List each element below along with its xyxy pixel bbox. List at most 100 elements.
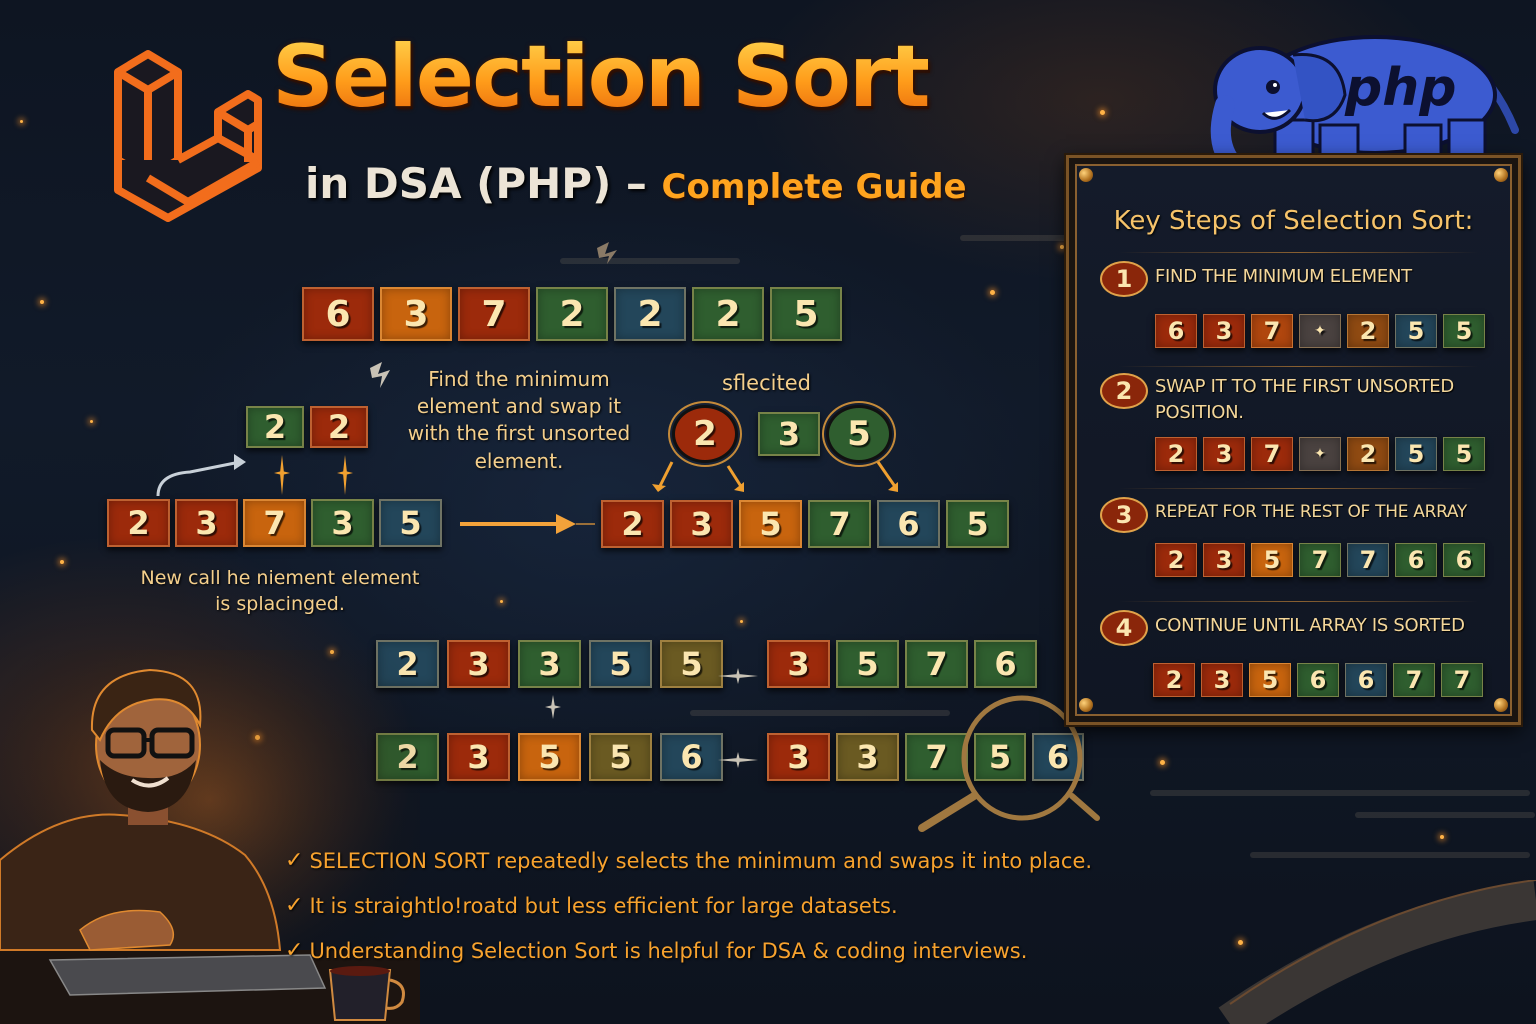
array-tile: 6 xyxy=(1395,543,1437,577)
array-tile: 3 xyxy=(836,733,899,781)
subtitle-accent: Complete Guide xyxy=(661,167,967,207)
array-tile: 6 xyxy=(302,287,374,341)
step-label-line: SWAP IT TO THE FIRST UNSORTED xyxy=(1155,376,1454,397)
caption-line: element. xyxy=(474,448,564,473)
array-tile: 6 xyxy=(660,733,723,781)
array-tile: 5 xyxy=(836,640,899,688)
step-array: 6 3 7 ✦ 2 5 5 xyxy=(1155,314,1485,348)
step-badge: 1 xyxy=(1100,261,1148,297)
array-tile: 5 xyxy=(739,500,802,548)
caption-line: is splacinged. xyxy=(215,592,345,615)
page-title: Selection Sort xyxy=(272,27,930,127)
check-icon: ✓ xyxy=(285,893,304,918)
step-array: 2 3 7 ✦ 2 5 5 xyxy=(1155,437,1485,471)
array-tile: 5 xyxy=(1443,314,1485,348)
array-tile: 5 xyxy=(946,500,1009,548)
array-tile: 3 xyxy=(447,640,510,688)
code-line-decor xyxy=(560,258,740,264)
code-line-decor xyxy=(1150,790,1530,796)
array-tile: 2 xyxy=(536,287,608,341)
selected-label: sflecited xyxy=(722,371,811,395)
rivet-decor xyxy=(1494,168,1508,182)
array-tile: 7 xyxy=(905,733,968,781)
initial-array: 6 3 7 2 2 2 5 xyxy=(302,287,842,341)
panel-title: Key Steps of Selection Sort: xyxy=(1113,206,1474,236)
road-ribbon-decor xyxy=(1218,880,1536,1024)
array-tile: 2 xyxy=(107,499,170,547)
array-tile: 3 xyxy=(1203,543,1245,577)
sparkle-icon xyxy=(718,752,758,768)
array-tile: 7 xyxy=(1251,314,1293,348)
array-tile: 5 xyxy=(1251,543,1293,577)
selected-circle-tile: 2 xyxy=(668,401,742,467)
array-tile: 6 xyxy=(1443,543,1485,577)
array-tile: 5 xyxy=(660,640,723,688)
bullet-text: SELECTION SORT repeatedly selects the mi… xyxy=(309,848,1093,873)
step-label: SWAP IT TO THE FIRST UNSORTED POSITION. xyxy=(1155,374,1454,426)
star xyxy=(1060,245,1064,249)
pass-row-a-right: 3 5 7 6 xyxy=(767,640,1037,688)
step-array: 2 3 5 7 7 6 6 xyxy=(1155,543,1485,577)
down-arrows-icon xyxy=(652,461,898,492)
subtitle-prefix: in DSA (PHP) – xyxy=(305,159,647,208)
array-tile: 6 xyxy=(1155,314,1197,348)
star xyxy=(990,290,995,295)
array-tile: 5 xyxy=(1249,663,1291,697)
array-tile: 7 xyxy=(1347,543,1389,577)
caption-line: Find the minimum xyxy=(428,367,610,391)
array-tile: 6 xyxy=(974,640,1037,688)
sparkle-icon xyxy=(545,695,561,719)
php-elephant-logo-icon: php xyxy=(1210,35,1519,175)
step-badge: 4 xyxy=(1100,610,1148,646)
star xyxy=(90,420,93,423)
magnifier-icon xyxy=(918,695,1100,832)
code-line-decor xyxy=(690,710,950,716)
array-tile: 3 xyxy=(447,733,510,781)
array-tile: 2 xyxy=(1153,663,1195,697)
right-array: 2 3 5 7 6 5 xyxy=(601,500,1009,548)
array-tile: 2 xyxy=(1347,314,1389,348)
laravel-logo-icon xyxy=(114,50,262,222)
code-line-decor xyxy=(1355,812,1535,818)
center-caption: Find the minimum element and swap it wit… xyxy=(388,366,650,475)
array-tile: 5 xyxy=(974,733,1026,781)
array-tile: 3 xyxy=(518,640,581,688)
array-tile: 6 xyxy=(877,500,940,548)
array-tile: 6 xyxy=(1297,663,1339,697)
bullet-text: Understanding Selection Sort is helpful … xyxy=(309,938,1028,963)
summary-bullets: ✓ SELECTION SORT repeatedly selects the … xyxy=(285,838,1092,973)
swap-tile: 2 xyxy=(310,406,368,448)
pass-row-b-right: 3 3 7 5 6 xyxy=(767,733,1084,781)
step-label: CONTINUE UNTIL ARRAY IS SORTED xyxy=(1155,615,1465,636)
array-tile: 3 xyxy=(767,640,830,688)
step-badge: 2 xyxy=(1100,373,1148,409)
array-tile: 5 xyxy=(518,733,581,781)
array-tile: ✦ xyxy=(1299,437,1341,471)
check-icon: ✓ xyxy=(285,848,304,873)
key-steps-panel: Key Steps of Selection Sort: 1 FIND THE … xyxy=(1066,155,1521,725)
array-tile: 2 xyxy=(614,287,686,341)
array-tile: 5 xyxy=(589,640,652,688)
caption-line: with the first unsorted xyxy=(407,421,631,446)
step-array: 2 3 5 6 6 7 7 xyxy=(1153,663,1483,697)
divider xyxy=(1119,488,1478,489)
array-tile: ✦ xyxy=(1299,314,1341,348)
left-caption: New call he niement element is splacinge… xyxy=(120,566,440,618)
array-tile: 5 xyxy=(1395,314,1437,348)
swap-pair: 2 2 xyxy=(246,406,368,448)
divider xyxy=(1119,252,1478,253)
lightning-icon xyxy=(370,362,390,388)
pass-row-b-left: 2 3 5 5 6 xyxy=(376,733,723,781)
selected-circle-tile: 5 xyxy=(822,401,896,467)
array-tile: 5 xyxy=(589,733,652,781)
developer-illustration xyxy=(0,650,420,1024)
divider xyxy=(1119,601,1478,602)
array-tile: 3 xyxy=(1201,663,1243,697)
array-tile: 3 xyxy=(311,499,374,547)
star xyxy=(40,300,44,304)
array-tile: 7 xyxy=(905,640,968,688)
bullet-text: It is straightlo!roatd but less efficien… xyxy=(309,893,898,918)
code-line-decor xyxy=(960,235,1070,241)
left-array: 2 3 7 3 5 xyxy=(107,499,442,547)
bullet-item: ✓ SELECTION SORT repeatedly selects the … xyxy=(285,838,1092,883)
